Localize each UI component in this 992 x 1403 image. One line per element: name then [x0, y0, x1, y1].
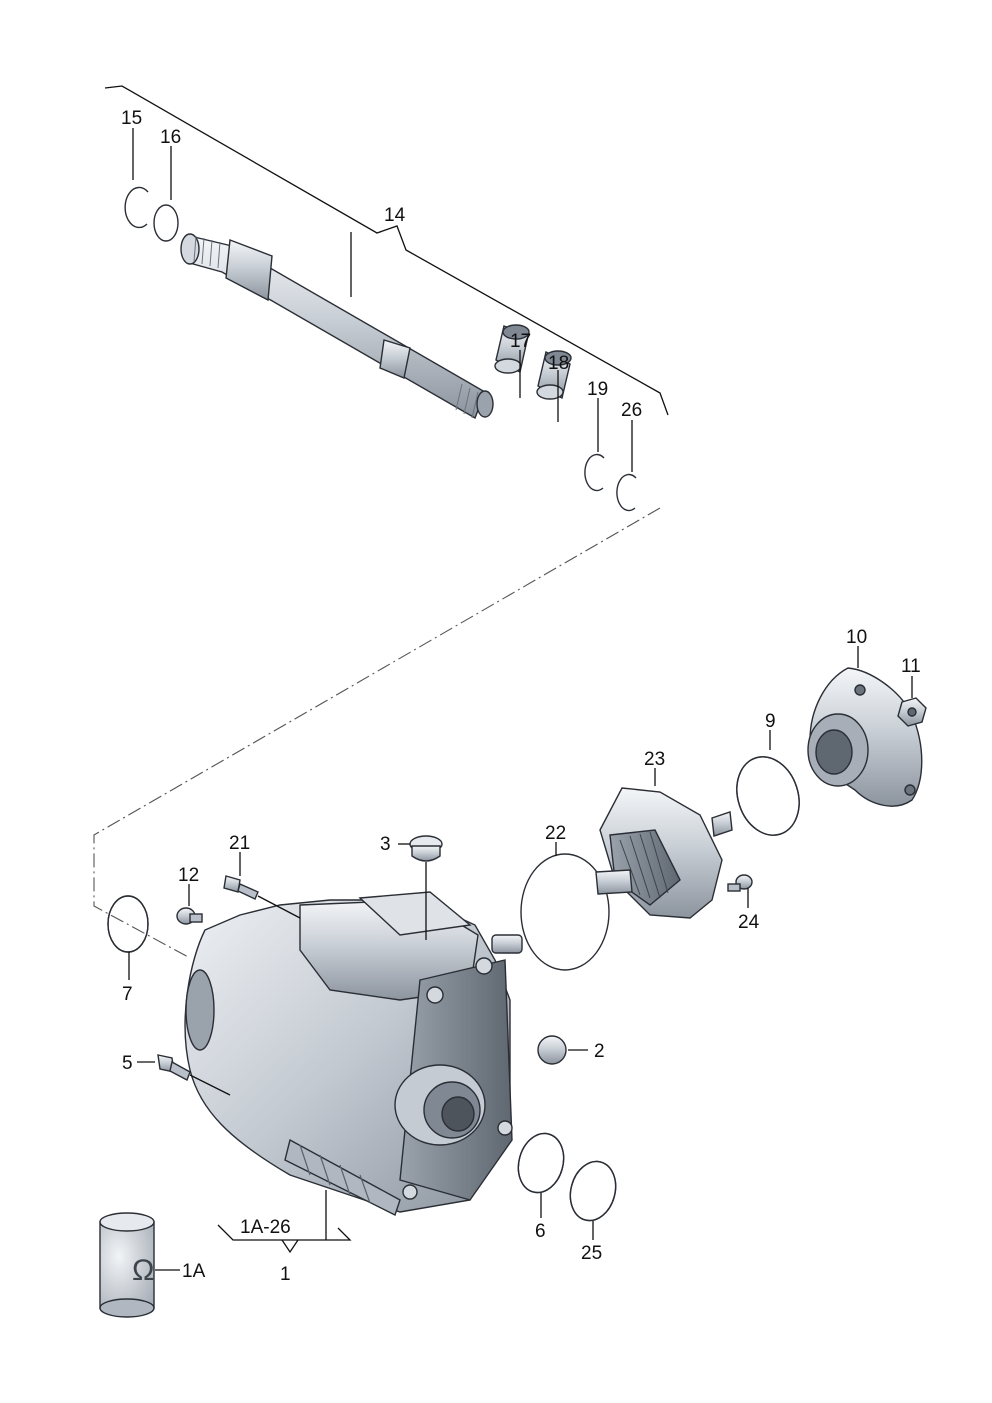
callout-11: 11 [901, 656, 921, 677]
o-ring-22 [520, 853, 610, 971]
transfer-case-housing [184, 891, 523, 1216]
drive-shaft [180, 233, 494, 420]
callout-labels: 15 16 14 17 18 19 26 10 11 9 23 22 3 21 … [121, 108, 921, 1285]
callout-2: 2 [594, 1041, 605, 1062]
o-ring-16 [153, 204, 179, 242]
callout-24: 24 [738, 912, 760, 933]
plug-2 [537, 1035, 567, 1065]
bearing-18 [536, 350, 572, 400]
callout-1A: 1A [182, 1261, 206, 1282]
callout-10: 10 [846, 627, 867, 648]
callout-14: 14 [384, 205, 406, 226]
callout-22: 22 [545, 823, 566, 844]
seal-7 [107, 895, 149, 953]
callout-3: 3 [380, 834, 391, 855]
callout-6: 6 [535, 1221, 546, 1242]
bolt-24 [727, 874, 753, 892]
callout-25: 25 [581, 1243, 602, 1264]
circlip-26 [616, 473, 637, 512]
callout-7: 7 [122, 984, 133, 1005]
bolt-21 [223, 875, 259, 900]
flange-10 [807, 667, 923, 807]
callout-21: 21 [229, 833, 250, 854]
callout-15: 15 [121, 108, 142, 129]
callout-5: 5 [122, 1053, 133, 1074]
nut-11 [897, 697, 927, 727]
oil-can-logo: Ω [132, 1254, 154, 1287]
callout-18: 18 [548, 353, 569, 374]
callout-26: 26 [621, 400, 642, 421]
gear-housing-23 [595, 787, 733, 919]
callout-1: 1 [280, 1264, 291, 1285]
oil-can-1A: Ω [99, 1212, 155, 1318]
leader-lines [128, 128, 913, 1271]
cap-3 [409, 835, 443, 862]
callout-9: 9 [765, 711, 776, 732]
seal-25 [569, 1160, 617, 1222]
callout-23: 23 [644, 749, 665, 770]
seal-9 [736, 756, 800, 836]
callout-12: 12 [178, 865, 199, 886]
snap-ring-15 [124, 186, 149, 229]
callout-19: 19 [587, 379, 608, 400]
callout-1A-26: 1A-26 [240, 1217, 291, 1238]
circlip-19 [584, 453, 605, 492]
bolt-5 [157, 1054, 191, 1081]
group-bracket-14 [104, 85, 669, 416]
assembly-axis-line [93, 507, 661, 959]
seal-6 [517, 1132, 565, 1194]
screw-12 [176, 907, 203, 925]
callout-17: 17 [510, 331, 531, 352]
callout-16: 16 [160, 127, 181, 148]
